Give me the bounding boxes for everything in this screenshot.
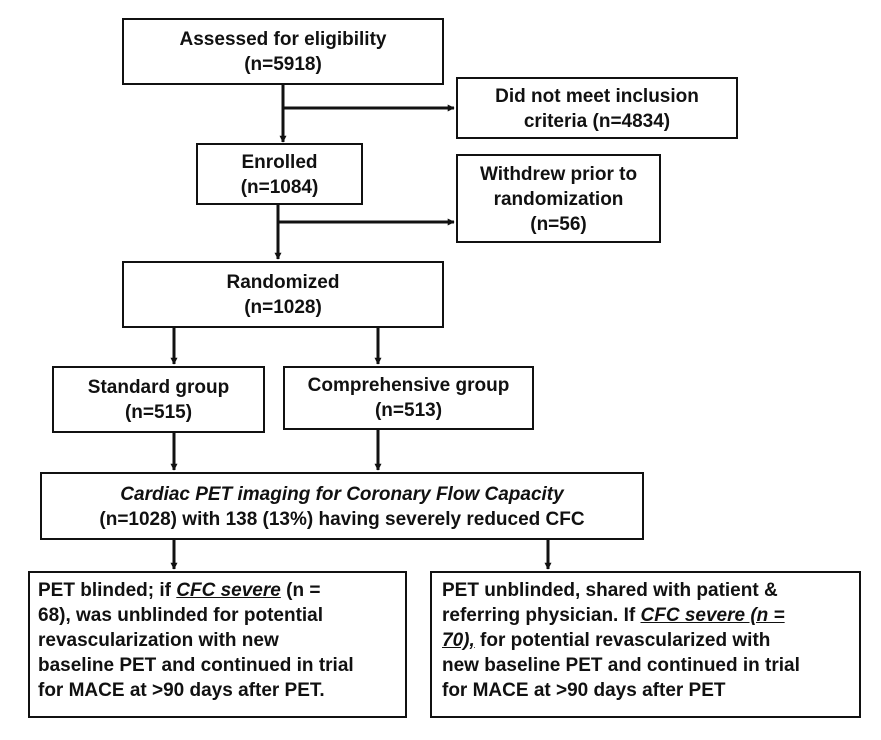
comprehensive-outcome-line4: new baseline PET and continued in trial bbox=[442, 655, 800, 676]
standard-outcome-line3: revascularization with new bbox=[38, 630, 279, 651]
comprehensive-outcome-line5: for MACE at >90 days after PET bbox=[442, 680, 726, 701]
standard-outcome-line1: PET blinded; if CFC severe (n = bbox=[38, 578, 397, 603]
standard-outcome-line4: baseline PET and continued in trial bbox=[38, 655, 354, 676]
standard-group-label: Standard group bbox=[87, 377, 230, 398]
comprehensive-outcome-line3-suffix: for potential revascularized with bbox=[474, 630, 771, 651]
comprehensive-group-box: Comprehensive group (n=513) bbox=[283, 366, 534, 430]
standard-group-count: (n=515) bbox=[124, 402, 193, 423]
cfc-severe-term: CFC severe bbox=[176, 580, 281, 601]
excluded-box: Did not meet inclusion criteria (n=4834) bbox=[456, 77, 738, 139]
withdrew-count: (n=56) bbox=[530, 214, 587, 235]
cfc-severe-term-comprehensive: CFC severe (n = bbox=[640, 605, 785, 626]
standard-outcome-box: PET blinded; if CFC severe (n = 68), was… bbox=[28, 571, 407, 718]
enrolled-label: Enrolled bbox=[241, 152, 318, 173]
randomized-label: Randomized bbox=[226, 272, 340, 293]
withdrew-line2: randomization bbox=[493, 189, 624, 210]
randomized-box: Randomized (n=1028) bbox=[122, 261, 444, 328]
comprehensive-outcome-count: 70), bbox=[442, 630, 475, 651]
comprehensive-outcome-line2: referring physician. If CFC severe (n = bbox=[442, 603, 849, 628]
assessed-count: (n=5918) bbox=[244, 54, 322, 75]
comprehensive-outcome-line2-prefix: referring physician. If bbox=[442, 605, 641, 626]
standard-outcome-line1-prefix: PET blinded; if bbox=[38, 580, 177, 601]
standard-group-box: Standard group (n=515) bbox=[52, 366, 265, 433]
standard-outcome-line2: 68), was unblinded for potential bbox=[38, 605, 324, 626]
standard-outcome-line5: for MACE at >90 days after PET. bbox=[38, 680, 325, 701]
withdrew-line1: Withdrew prior to bbox=[479, 164, 638, 185]
assessed-label: Assessed for eligibility bbox=[179, 29, 387, 50]
enrolled-box: Enrolled (n=1084) bbox=[196, 143, 363, 205]
enrolled-count: (n=1084) bbox=[240, 177, 319, 198]
standard-outcome-line1-suffix: (n = bbox=[280, 580, 321, 601]
assessed-box: Assessed for eligibility (n=5918) bbox=[122, 18, 444, 85]
withdrew-box: Withdrew prior to randomization (n=56) bbox=[456, 154, 661, 243]
comprehensive-outcome-line3: 70), for potential revascularized with bbox=[442, 628, 849, 653]
pet-imaging-title: Cardiac PET imaging for Coronary Flow Ca… bbox=[120, 484, 564, 505]
pet-imaging-detail: (n=1028) with 138 (13%) having severely … bbox=[99, 509, 585, 530]
comprehensive-outcome-box: PET unblinded, shared with patient & ref… bbox=[430, 571, 861, 718]
comprehensive-outcome-line1: PET unblinded, shared with patient & bbox=[442, 580, 778, 601]
excluded-line1: Did not meet inclusion bbox=[495, 86, 699, 107]
randomized-count: (n=1028) bbox=[244, 297, 322, 318]
pet-imaging-box: Cardiac PET imaging for Coronary Flow Ca… bbox=[40, 472, 644, 540]
comprehensive-group-label: Comprehensive group bbox=[307, 375, 510, 396]
excluded-line2: criteria (n=4834) bbox=[523, 111, 671, 132]
comprehensive-group-count: (n=513) bbox=[374, 400, 443, 421]
